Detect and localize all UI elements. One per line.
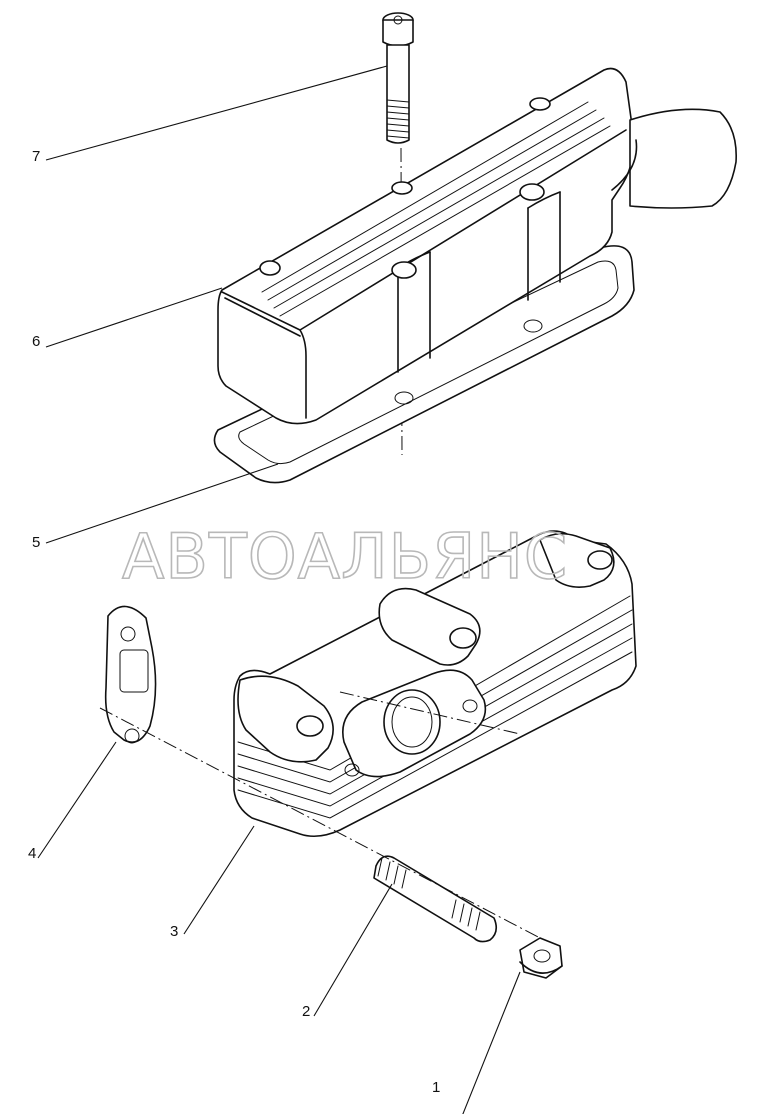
part-1-flange-nut (519, 937, 563, 979)
part-2-stud (373, 855, 498, 943)
leader-6 (45, 287, 223, 348)
callout-6: 6 (32, 333, 40, 350)
leader-5 (45, 463, 279, 544)
leader-4 (37, 741, 117, 859)
callout-2: 2 (302, 1003, 310, 1020)
callout-4: 4 (28, 845, 36, 862)
callout-1: 1 (432, 1079, 440, 1096)
port-centerline (339, 691, 521, 735)
leader-2 (313, 883, 393, 1017)
leader-3 (183, 825, 255, 935)
part-7-cap-screw (382, 12, 414, 144)
stud-centerline (99, 707, 541, 939)
callout-3: 3 (170, 923, 178, 940)
callout-5: 5 (32, 534, 40, 551)
leader-1 (462, 971, 521, 1114)
part-3-manifold (233, 530, 637, 838)
watermark: АВТОАЛЬЯНС (122, 520, 568, 593)
callout-7: 7 (32, 148, 40, 165)
leader-7 (45, 65, 388, 161)
part-6-cover (217, 67, 737, 425)
part-5-gasket (213, 245, 635, 484)
part-4-flange-gasket (104, 605, 157, 744)
